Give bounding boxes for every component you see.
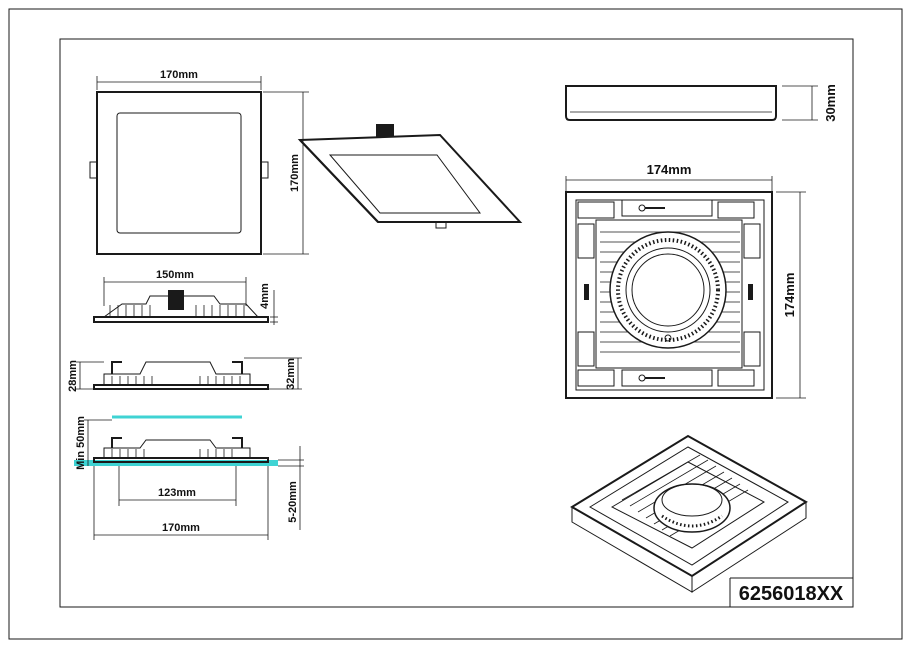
back-width-label: 174mm: [647, 162, 692, 177]
right-clip: [260, 161, 269, 179]
front-view: 170mm 170mm: [89, 69, 309, 255]
perspective-panel: [328, 154, 481, 214]
side2-left-label: 28mm: [67, 360, 79, 392]
left-side-slot: [584, 284, 589, 300]
model-number: 6256018XX: [739, 583, 844, 605]
back-side-view: 30mm: [565, 84, 838, 122]
perspective-frame: [297, 133, 523, 223]
install-height-label: Min 50mm: [75, 416, 87, 470]
side2-right-label: 32mm: [285, 358, 297, 390]
front-width-label: 170mm: [160, 69, 198, 81]
side1-connector: [168, 290, 184, 310]
outer-border: [8, 8, 903, 640]
side2-flange: [93, 384, 269, 390]
driver-cap: [631, 253, 705, 327]
vent-holes: [616, 238, 720, 342]
install-body: [103, 439, 251, 459]
back-view: 174mm: [565, 162, 806, 399]
side-view-2: 28mm 32mm: [67, 357, 302, 392]
perspective-connector: [376, 124, 394, 137]
inner-border: [59, 38, 854, 608]
side1-flange: [93, 316, 269, 323]
back-side-body: [565, 85, 777, 121]
back-height-label: 30mm: [823, 84, 838, 122]
side1-fins: [109, 305, 245, 317]
side2-body: [103, 361, 251, 386]
perspective-clip: [435, 221, 447, 229]
side2-right-spring: [232, 361, 243, 374]
back-depth-label: 174mm: [782, 273, 797, 318]
top-keyhole-slot: [621, 199, 713, 217]
ceiling-thickness-label: 5-20mm: [287, 481, 299, 523]
cutout-width-label: 123mm: [158, 487, 196, 499]
left-clip: [89, 161, 98, 179]
side1-height-label: 4mm: [259, 283, 271, 309]
iso-right-face: [691, 501, 807, 593]
install-fins: [111, 449, 233, 458]
front-frame: [96, 91, 262, 255]
front-panel: [116, 112, 242, 234]
back-outer-frame: [565, 191, 773, 399]
perspective-view: [297, 124, 523, 229]
side-view-1: 150mm 4mm: [93, 269, 278, 325]
right-side-slot: [748, 284, 753, 300]
installation-view: Min 50mm 123mm 170mm 5-20mm: [74, 415, 304, 540]
front-height-label: 170mm: [289, 154, 301, 192]
overall-width-label: 170mm: [162, 522, 200, 534]
side2-fins: [111, 376, 241, 385]
isometric-view: [570, 434, 808, 593]
side1-width-label: 150mm: [156, 269, 194, 281]
side2-left-spring: [111, 361, 122, 374]
driver-housing: [609, 231, 727, 349]
bottom-keyhole-slot: [621, 369, 713, 387]
side1-body: [102, 295, 260, 318]
model-number-box: 6256018XX: [729, 577, 853, 607]
